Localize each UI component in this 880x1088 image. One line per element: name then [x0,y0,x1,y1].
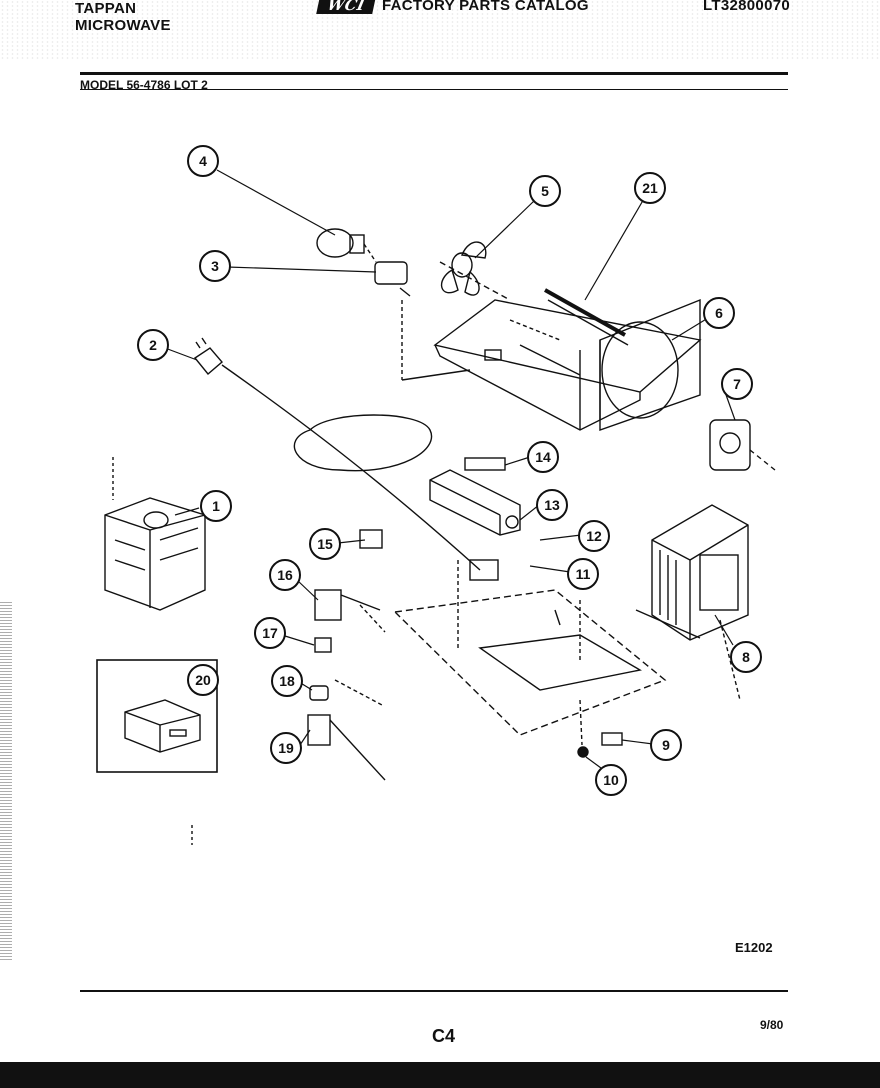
callout-21 [634,172,666,204]
base-plate-drawing [393,560,667,746]
footer-rule [80,990,788,992]
magnetron-drawing [104,457,206,611]
callout-12 [578,520,610,552]
revision-date: 9/80 [760,1018,784,1032]
fan-blade-drawing [439,241,511,301]
switch-assembly-drawing [307,529,499,781]
lamp-socket-drawing [374,261,471,381]
callout-label-8: 8 [742,649,750,665]
callout-4 [187,145,219,177]
catalog-title: FACTORY PARTS CATALOG [382,0,589,14]
callout-10 [595,764,627,796]
callout-label-16: 16 [277,567,293,583]
callout-17 [254,617,286,649]
callout-label-10: 10 [603,772,619,788]
brand-block: TAPPAN MICROWAVE [75,0,171,34]
callout-label-7: 7 [733,376,741,392]
scan-speckle-texture [0,0,880,60]
callout-19 [270,732,302,764]
callout-8 [730,641,762,673]
callout-circles [137,145,762,796]
callout-label-13: 13 [544,497,560,513]
callout-label-14: 14 [535,449,551,465]
callout-3 [199,250,231,282]
callout-13 [536,489,568,521]
screw-and-grommet-drawing [577,619,741,758]
callout-label-6: 6 [715,305,723,321]
scan-bottom-edge [0,1062,880,1088]
callout-label-18: 18 [279,673,295,689]
callout-15 [309,528,341,560]
callout-label-15: 15 [317,536,333,552]
scan-edge-noise [0,600,12,960]
callout-label-2: 2 [149,337,157,353]
drawing-code: E1202 [735,940,773,955]
callout-6 [703,297,735,329]
callout-11 [567,558,599,590]
callout-label-17: 17 [262,625,278,641]
callout-label-9: 9 [662,737,670,753]
leader-lines [164,169,736,769]
callout-labels: 1 2 3 4 5 6 7 8 9 10 11 12 13 14 15 16 1… [149,153,750,788]
lamp-bulb-drawing [316,228,377,263]
callout-7 [721,368,753,400]
callout-label-19: 19 [278,740,294,756]
capacitor-drawing [429,457,521,536]
callout-9 [650,729,682,761]
callout-5 [529,175,561,207]
callout-16 [269,559,301,591]
header-rule-thin [80,89,788,90]
callout-2 [137,329,169,361]
brand-line-2: MICROWAVE [75,17,171,34]
callout-1 [200,490,232,522]
control-panel-box-drawing [96,659,218,845]
callout-label-5: 5 [541,183,549,199]
callout-20 [187,664,219,696]
callout-18 [271,665,303,697]
callout-label-12: 12 [586,528,602,544]
power-cord-drawing [193,337,481,571]
model-line: MODEL 56-4786 LOT 2 [80,78,208,92]
callout-label-1: 1 [212,498,220,514]
catalog-number: LT32800070 [703,0,790,14]
fan-motor-bracket-drawing [433,288,702,431]
brand-line-1: TAPPAN [75,0,137,17]
page-number: C4 [432,1026,456,1046]
callout-label-21: 21 [642,180,658,196]
callout-label-3: 3 [211,258,219,274]
callout-label-4: 4 [199,153,207,169]
catalog-header: WCI FACTORY PARTS CATALOG [316,0,589,14]
callout-14 [527,441,559,473]
header-rule-thick [80,72,788,75]
callout-label-20: 20 [195,672,211,688]
transformer-drawing [635,504,749,641]
callout-label-11: 11 [576,566,591,582]
fan-motor-drawing [709,419,776,471]
